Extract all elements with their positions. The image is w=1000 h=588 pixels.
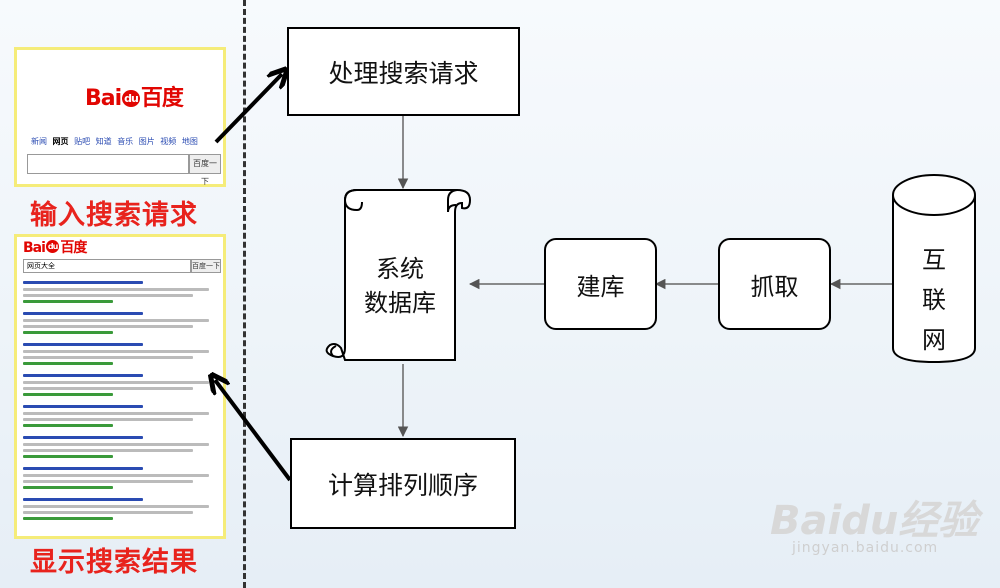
result-line [23, 455, 113, 458]
database-label-line2: 数据库 [364, 289, 436, 317]
result-line [23, 281, 143, 284]
internet-label-line3: 网 [922, 326, 946, 354]
nav-item: 地图 [181, 137, 198, 146]
result-line [23, 325, 193, 328]
caption-show-results: 显示搜索结果 [30, 547, 198, 578]
rank-box: 计算排列顺序 [290, 438, 516, 529]
dashed-divider [243, 0, 246, 588]
result-line [23, 480, 193, 483]
nav-item: 图片 [138, 137, 155, 146]
result-line [23, 331, 113, 334]
internet-label-line1: 互 [922, 246, 946, 274]
result-line [23, 387, 193, 390]
results-list [23, 281, 219, 535]
results-search-input: 网页大全 [23, 259, 191, 273]
result-line [23, 424, 113, 427]
result-line [23, 294, 193, 297]
internet-cylinder-shape [892, 174, 976, 364]
database-label: 系统 数据库 [352, 252, 448, 320]
result-line [23, 517, 113, 520]
result-line [23, 374, 143, 377]
logo-paw: du [45, 240, 60, 253]
nav-item: 知道 [95, 137, 112, 146]
result-line [23, 486, 113, 489]
result-line [23, 412, 209, 415]
result-line [23, 356, 193, 359]
result-line [23, 449, 193, 452]
logo-cn: 百度 [140, 86, 184, 111]
logo-text: Bai [85, 86, 122, 111]
result-line [23, 474, 209, 477]
logo-text: Bai [23, 240, 46, 256]
nav-item-active: 网页 [52, 137, 69, 146]
result-line [23, 300, 113, 303]
build-index-box: 建库 [544, 238, 657, 330]
internet-label: 互 联 网 [914, 240, 954, 360]
arrow-to-process [214, 74, 282, 144]
result-line [23, 288, 209, 291]
arrow-to-results [215, 380, 292, 482]
logo-cn: 百度 [60, 240, 87, 256]
result-line [23, 350, 209, 353]
internet-label-line2: 联 [922, 286, 946, 314]
process-request-box: 处理搜索请求 [287, 27, 520, 116]
nav-item: 贴吧 [74, 137, 91, 146]
result-line [23, 381, 209, 384]
database-scroll-shape [325, 189, 472, 361]
search-nav: 新闻 网页 贴吧 知道 音乐 图片 视频 地图 [31, 136, 198, 147]
result-line [23, 443, 209, 446]
logo-paw: du [122, 90, 140, 107]
database-label-line1: 系统 [376, 255, 424, 283]
result-line [23, 498, 143, 501]
result-line [23, 511, 193, 514]
nav-item: 新闻 [31, 137, 47, 146]
caption-input-request: 输入搜索请求 [30, 200, 198, 231]
search-button: 百度一下 [189, 154, 221, 186]
result-line [23, 467, 143, 470]
results-search-button: 百度一下 [191, 259, 221, 273]
result-line [23, 319, 209, 322]
result-line [23, 362, 113, 365]
result-line [23, 505, 209, 508]
result-line [23, 418, 193, 421]
result-line [23, 436, 143, 439]
result-line [23, 343, 143, 346]
result-line [23, 312, 143, 315]
result-line [23, 405, 143, 408]
crawl-box: 抓取 [718, 238, 831, 330]
nav-item: 音乐 [117, 137, 134, 146]
result-line [23, 393, 113, 396]
watermark-url: jingyan.baidu.com [792, 540, 939, 556]
nav-item: 视频 [160, 137, 177, 146]
search-input [27, 154, 189, 174]
watermark-brand: Baidu经验 [770, 498, 979, 544]
